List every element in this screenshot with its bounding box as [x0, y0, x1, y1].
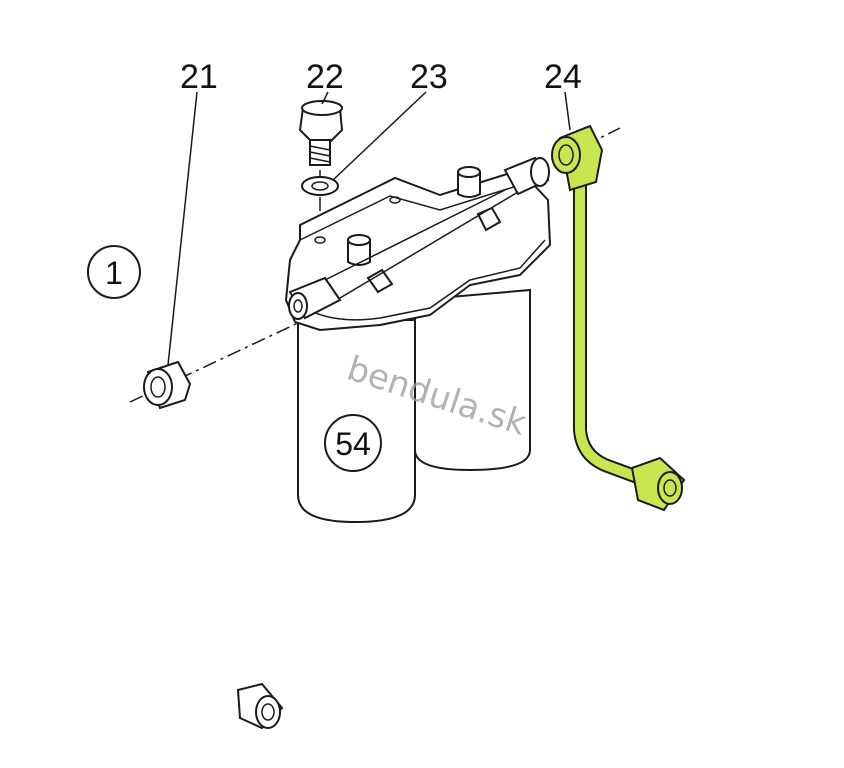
- callout-23: 23: [410, 58, 448, 96]
- sealing-washer-part-23: [301, 176, 339, 196]
- fuel-pipe-part-24-highlighted: [551, 124, 686, 512]
- filter-head: [284, 156, 552, 332]
- callout-21: 21: [180, 58, 218, 96]
- svg-text:1: 1: [105, 255, 123, 291]
- callout-22: 22: [306, 58, 344, 96]
- fuel-pipe-part-21: [143, 360, 284, 730]
- banjo-bolt-part-22: [298, 100, 344, 166]
- callout-leaders: [167, 91, 571, 366]
- circled-label-54: 54: [324, 414, 382, 472]
- circled-label-1: 1: [87, 245, 141, 299]
- callout-24: 24: [544, 58, 582, 96]
- svg-text:54: 54: [335, 426, 371, 462]
